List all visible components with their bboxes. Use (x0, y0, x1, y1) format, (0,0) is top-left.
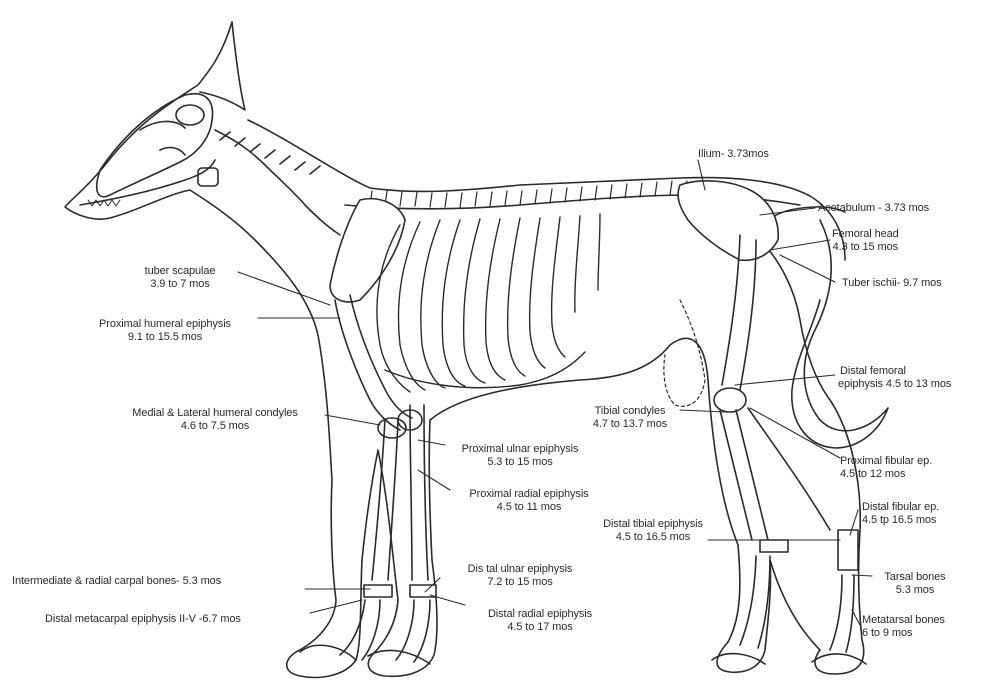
skull-detail (140, 121, 185, 155)
label-ilium-line1: Ilium- 3.73mos (698, 148, 769, 161)
label-tuber-scapulae: tuber scapulae 3.9 to 7 mos (120, 265, 240, 291)
label-femoral-head: Femoral head 4.3 to 15 mos (832, 228, 899, 254)
skull (97, 94, 213, 197)
label-metatarsal-bones-line2: 6 to 9 mos (862, 627, 945, 640)
label-tarsal-bones-line2: 5.3 mos (870, 584, 960, 597)
hock (760, 530, 858, 570)
label-distal-fibular: Distal fibular ep. 4.5 tp 16.5 mos (862, 501, 939, 527)
cervical-vertebrae (215, 130, 340, 235)
label-distal-metacarpal-line1: Distal metacarpal epiphysis II-V -6.7 mo… (45, 613, 241, 626)
label-proximal-fibular-line2: 4.5 to 12 mos (840, 468, 932, 481)
label-tarsal-bones: Tarsal bones 5.3 mos (870, 571, 960, 597)
label-tarsal-bones-line1: Tarsal bones (870, 571, 960, 584)
label-tibial-condyles-line2: 4.7 to 13.7 mos (575, 418, 685, 431)
label-metatarsal-bones: Metatarsal bones 6 to 9 mos (862, 614, 945, 640)
label-distal-radial: Distal radial epiphysis 4.5 to 17 mos (460, 608, 620, 634)
label-distal-femoral-line1: Distal femoral (838, 365, 951, 378)
label-proximal-ulnar-line2: 5.3 to 15 mos (440, 456, 600, 469)
thigh-curve (664, 300, 705, 406)
label-proximal-fibular-line1: Proximal fibular ep. (840, 455, 932, 468)
label-tibial-condyles: Tibial condyles 4.7 to 13.7 mos (575, 405, 685, 431)
label-proximal-ulnar: Proximal ulnar epiphysis 5.3 to 15 mos (440, 443, 600, 469)
label-proximal-ulnar-line1: Proximal ulnar epiphysis (440, 443, 600, 456)
label-distal-radial-line2: 4.5 to 17 mos (460, 621, 620, 634)
hyoid (198, 168, 218, 186)
label-distal-ulnar: Dis tal ulnar epiphysis 7.2 to 15 mos (445, 563, 595, 589)
metacarpals (340, 600, 430, 662)
label-distal-tibial: Distal tibial epiphysis 4.5 to 16.5 mos (578, 518, 728, 544)
label-distal-ulnar-line2: 7.2 to 15 mos (445, 576, 595, 589)
label-proximal-humeral-line1: Proximal humeral epiphysis (70, 318, 260, 331)
radius-ulna (372, 405, 428, 580)
label-humeral-condyles-line2: 4.6 to 7.5 mos (100, 420, 330, 433)
label-ilium: Ilium- 3.73mos (698, 148, 769, 161)
label-humeral-condyles-line1: Medial & Lateral humeral condyles (100, 407, 330, 420)
label-proximal-humeral: Proximal humeral epiphysis 9.1 to 15.5 m… (70, 318, 260, 344)
label-carpal-bones: Intermediate & radial carpal bones- 5.3 … (12, 575, 221, 588)
label-distal-radial-line1: Distal radial epiphysis (460, 608, 620, 621)
label-distal-fibular-line1: Distal fibular ep. (862, 501, 939, 514)
tibia-fibula (720, 408, 830, 540)
label-distal-femoral-line2: epiphysis 4.5 to 13 mos (838, 378, 951, 391)
pelvis (678, 181, 778, 260)
eye-orbit (176, 105, 204, 125)
label-humeral-condyles: Medial & Lateral humeral condyles 4.6 to… (100, 407, 330, 433)
metatarsals (740, 556, 854, 652)
label-proximal-radial-line1: Proximal radial epiphysis (444, 488, 614, 501)
scapula (330, 199, 405, 302)
tail (792, 220, 888, 448)
label-femoral-head-line1: Femoral head (832, 228, 899, 241)
ribs (377, 214, 600, 392)
jaw (80, 160, 215, 205)
label-tuber-ischii: Tuber ischii- 9.7 mos (842, 277, 942, 290)
label-proximal-radial: Proximal radial epiphysis 4.5 to 11 mos (444, 488, 614, 514)
label-proximal-humeral-line2: 9.1 to 15.5 mos (70, 331, 260, 344)
label-tuber-ischii-line1: Tuber ischii- 9.7 mos (842, 277, 942, 290)
label-distal-tibial-line2: 4.5 to 16.5 mos (578, 531, 728, 544)
hind-paws (712, 654, 866, 664)
label-tibial-condyles-line1: Tibial condyles (575, 405, 685, 418)
stifle (714, 388, 746, 412)
label-distal-ulnar-line1: Dis tal ulnar epiphysis (445, 563, 595, 576)
label-distal-fibular-line2: 4.5 tp 16.5 mos (862, 514, 939, 527)
label-distal-tibial-line1: Distal tibial epiphysis (578, 518, 728, 531)
label-carpal-bones-line1: Intermediate & radial carpal bones- 5.3 … (12, 575, 221, 588)
label-metatarsal-bones-line1: Metatarsal bones (862, 614, 945, 627)
label-acetabulum-line1: Acetabulum - 3.73 mos (818, 202, 929, 215)
label-distal-femoral: Distal femoral epiphysis 4.5 to 13 mos (838, 365, 951, 391)
label-tuber-scapulae-line1: tuber scapulae (120, 265, 240, 278)
label-tuber-scapulae-line2: 3.9 to 7 mos (120, 278, 240, 291)
carpal-front (364, 585, 436, 597)
label-distal-metacarpal: Distal metacarpal epiphysis II-V -6.7 mo… (45, 613, 241, 626)
label-proximal-radial-line2: 4.5 to 11 mos (444, 501, 614, 514)
label-femoral-head-line2: 4.3 to 15 mos (832, 241, 899, 254)
humerus (335, 295, 412, 430)
label-acetabulum: Acetabulum - 3.73 mos (818, 202, 929, 215)
label-proximal-fibular: Proximal fibular ep. 4.5 to 12 mos (840, 455, 932, 481)
